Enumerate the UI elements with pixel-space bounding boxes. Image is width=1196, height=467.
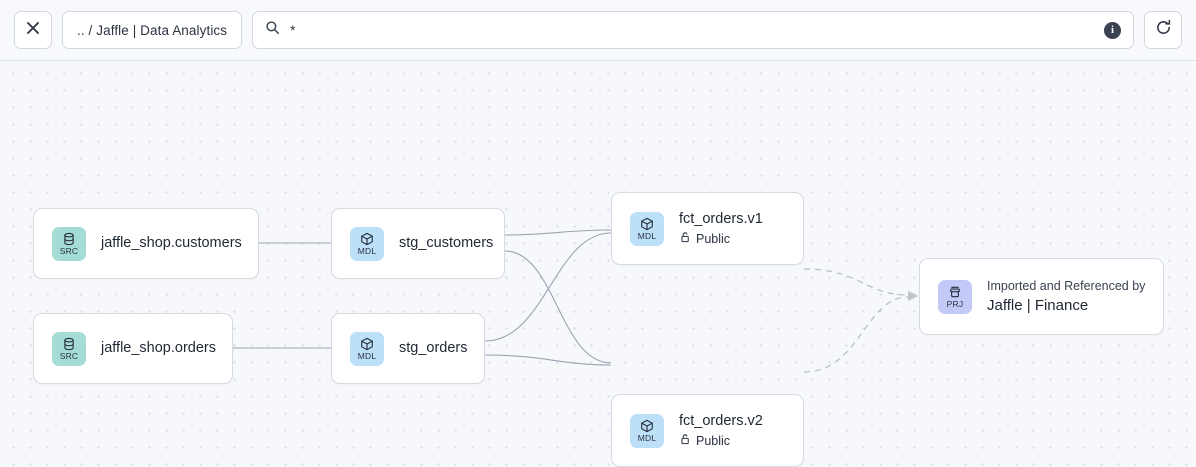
node-badge-label: SRC [59, 350, 79, 361]
close-icon [26, 21, 40, 40]
close-button[interactable] [14, 11, 52, 49]
refresh-icon [1155, 19, 1172, 41]
node-visibility: Public [679, 231, 763, 248]
database-icon [62, 232, 76, 246]
node-badge-label: MDL [637, 432, 657, 443]
node-badge-label: MDL [357, 245, 377, 256]
node-text: Imported and Referenced by Jaffle | Fina… [987, 278, 1145, 316]
graph-canvas[interactable]: SRC jaffle_shop.customers SRC jaffle_sh [0, 61, 1196, 467]
node-badge-label: SRC [59, 245, 79, 256]
node-visibility-label: Public [696, 231, 731, 246]
graph-node-fct-orders-v2[interactable]: MDL fct_orders.v2 Public [611, 394, 804, 467]
edge-arrowhead [908, 291, 918, 301]
graph-node-jaffle-finance[interactable]: PRJ Imported and Referenced by Jaffle | … [919, 258, 1164, 335]
database-icon [62, 337, 76, 351]
node-badge-label: MDL [357, 350, 377, 361]
graph-node-jaffle-shop-customers[interactable]: SRC jaffle_shop.customers [33, 208, 259, 279]
cube-icon [640, 419, 654, 433]
unlock-icon [679, 433, 691, 450]
search-field[interactable]: i [252, 11, 1134, 49]
breadcrumb: .. / Jaffle | Data Analytics [77, 22, 228, 38]
cube-icon [360, 232, 374, 246]
node-badge-src: SRC [52, 331, 86, 366]
node-kicker: Imported and Referenced by [987, 278, 1146, 293]
node-text: jaffle_shop.orders [101, 339, 216, 358]
graph-node-stg-customers[interactable]: MDL stg_customers [331, 208, 505, 279]
search-icon [265, 20, 280, 40]
node-text: jaffle_shop.customers [101, 234, 242, 253]
node-title: stg_customers [399, 235, 494, 251]
graph-node-jaffle-shop-orders[interactable]: SRC jaffle_shop.orders [33, 313, 233, 384]
node-badge-mdl: MDL [350, 226, 384, 261]
node-text: fct_orders.v1 Public [679, 210, 763, 248]
node-title: jaffle_shop.orders [101, 340, 217, 356]
node-text: stg_orders [399, 339, 468, 358]
toolbar: .. / Jaffle | Data Analytics i [0, 0, 1196, 61]
node-title: fct_orders.v2 [679, 412, 763, 429]
search-input[interactable] [290, 12, 1094, 48]
node-badge-label: MDL [637, 230, 657, 241]
node-visibility: Public [679, 433, 763, 450]
node-title: jaffle_shop.customers [101, 235, 242, 251]
node-text: fct_orders.v2 Public [679, 412, 763, 450]
node-text: stg_customers [399, 234, 493, 253]
package-icon [948, 285, 962, 299]
node-title: Jaffle | Finance [987, 296, 1089, 314]
node-badge-label: PRJ [946, 298, 964, 309]
node-title: fct_orders.v1 [679, 210, 763, 227]
node-title: stg_orders [399, 340, 468, 356]
graph-node-fct-orders-v1[interactable]: MDL fct_orders.v1 Public [611, 192, 804, 265]
node-badge-mdl: MDL [350, 331, 384, 366]
unlock-icon [679, 231, 691, 248]
info-icon[interactable]: i [1104, 21, 1121, 39]
node-badge-src: SRC [52, 226, 86, 261]
refresh-button[interactable] [1144, 11, 1182, 49]
node-badge-mdl: MDL [630, 211, 664, 246]
breadcrumb-button[interactable]: .. / Jaffle | Data Analytics [62, 11, 243, 49]
graph-node-stg-orders[interactable]: MDL stg_orders [331, 313, 485, 384]
node-badge-mdl: MDL [630, 413, 664, 448]
cube-icon [360, 337, 374, 351]
node-badge-prj: PRJ [938, 279, 972, 314]
node-visibility-label: Public [696, 433, 731, 448]
cube-icon [640, 217, 654, 231]
